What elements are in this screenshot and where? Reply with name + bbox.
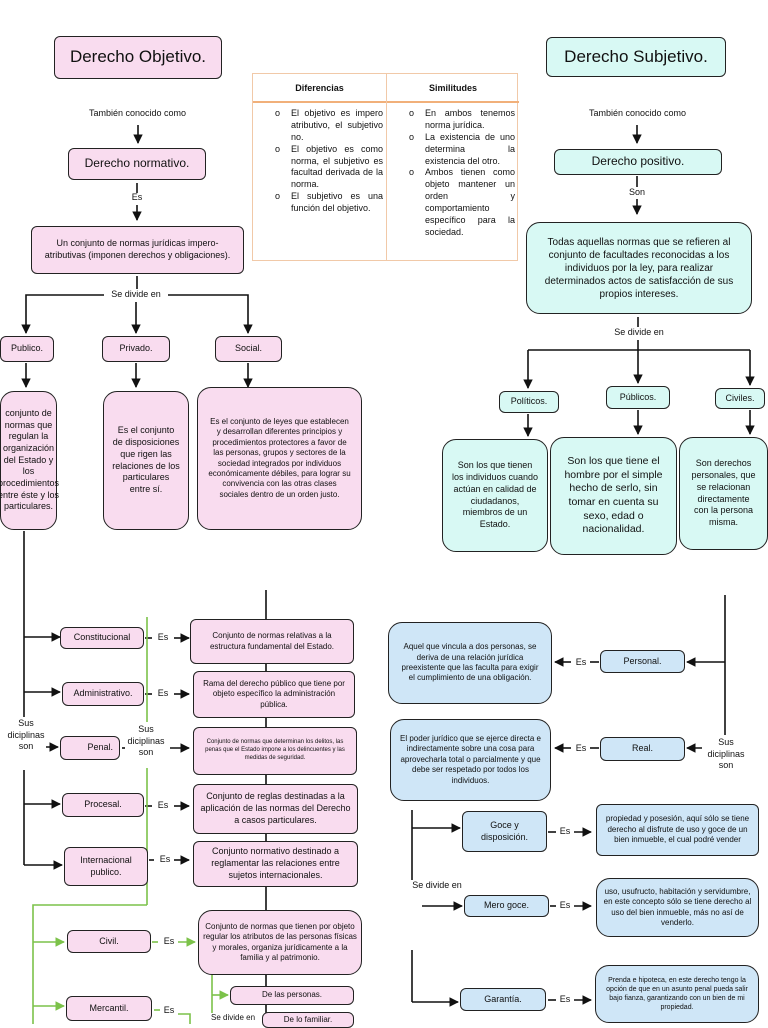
disciplina-internacional-publico: Internacional publico. xyxy=(64,847,148,886)
disciplina-administrativo: Administrativo. xyxy=(62,682,144,706)
politicos-desc-box: Son los que tienen los individuos cuando… xyxy=(442,439,548,552)
civil-part-familiar: De lo familiar. xyxy=(262,1012,354,1028)
diferencias-list: El objetivo es impero atributivo, el sub… xyxy=(261,108,383,215)
civil-part-personas: De las personas. xyxy=(230,986,354,1005)
derecho-objetivo-title: Derecho Objetivo. xyxy=(54,36,222,79)
goce-disposicion-desc: propiedad y posesión, aquí sólo se tiene… xyxy=(596,804,759,856)
civiles-disciplinas-label: Sus diciplinas son xyxy=(702,737,750,773)
administrativo-desc: Rama del derecho público que tiene por o… xyxy=(193,671,355,718)
subjetivo-definition-box: Todas aquellas normas que se refieren al… xyxy=(526,222,752,314)
real-part-garantia: Garantía. xyxy=(460,988,546,1011)
branch-privado: Privado. xyxy=(102,336,170,362)
branch-publicos: Públicos. xyxy=(606,386,670,409)
es-label: Es xyxy=(163,1005,175,1015)
es-label: Es xyxy=(575,657,587,667)
es-label: Es xyxy=(157,632,169,642)
es-label: Es xyxy=(559,826,571,836)
derecho-normativo-box: Derecho normativo. xyxy=(68,148,206,180)
es-label: Es xyxy=(157,800,169,810)
real-desc: El poder jurídico que se ejerce directa … xyxy=(390,719,551,801)
social-desc-box: Es el conjunto de leyes que establecen y… xyxy=(197,387,362,530)
list-item: La existencia de uno determina la existe… xyxy=(409,132,515,168)
civil-divide-label: Se divide en xyxy=(204,1013,262,1024)
real-part-goce-disposicion: Goce y disposición. xyxy=(462,811,547,852)
list-item: En ambos tenemos norma jurídica. xyxy=(409,108,515,132)
list-item: El subjetivo es una función del objetivo… xyxy=(275,191,383,215)
es-label: Es xyxy=(157,688,169,698)
objetivo-aka-label: También conocido como xyxy=(88,108,187,118)
civil-desc: Conjunto de normas que tienen por objeto… xyxy=(198,910,362,975)
mero-goce-desc: uso, usufructo, habitación y servidumbre… xyxy=(596,878,759,937)
subjetivo-divide-label: Se divide en xyxy=(614,327,664,337)
garantia-desc: Prenda e hipoteca, en este derecho tengo… xyxy=(595,965,759,1023)
derecho-subjetivo-title: Derecho Subjetivo. xyxy=(546,37,726,77)
list-item: El objetivo es impero atributivo, el sub… xyxy=(275,108,383,144)
civiles-desc-box: Son derechos personales, que se relacion… xyxy=(679,437,768,550)
publicos-desc-box: Son los que tiene el hombre por el simpl… xyxy=(550,437,677,555)
disciplina-penal: Penal. xyxy=(60,736,120,760)
branch-civiles: Civiles. xyxy=(715,388,765,409)
publico-desc-box: conjunto de normas que regulan la organi… xyxy=(0,391,59,530)
penal-desc: Conjunto de normas que determinan los de… xyxy=(193,727,357,775)
disciplina-constitucional: Constitucional xyxy=(60,627,144,649)
branch-politicos: Políticos. xyxy=(499,391,559,413)
es-label: Es xyxy=(163,936,175,946)
disciplina-mercantil: Mercantil. xyxy=(66,996,152,1021)
publico-disciplinas-label: Sus diciplinas son xyxy=(6,718,46,754)
objetivo-divide-label: Se divide en xyxy=(104,289,168,301)
real-divide-label: Se divide en xyxy=(406,880,468,892)
objetivo-es-label: Es xyxy=(131,192,143,202)
es-label: Es xyxy=(575,743,587,753)
disciplina-real: Real. xyxy=(600,737,685,761)
personal-desc: Aquel que vincula a dos personas, se der… xyxy=(388,622,552,704)
constitucional-desc: Conjunto de normas relativas a la estruc… xyxy=(190,619,354,664)
real-part-mero-goce: Mero goce. xyxy=(464,895,549,917)
disciplina-civil: Civil. xyxy=(67,930,151,953)
subjetivo-son-label: Son xyxy=(628,187,645,197)
list-item: Ambos tienen como objeto mantener un ord… xyxy=(409,167,515,238)
es-label: Es xyxy=(559,994,571,1004)
derecho-positivo-box: Derecho positivo. xyxy=(554,149,722,175)
disciplina-procesal: Procesal. xyxy=(62,793,144,817)
similitudes-list: En ambos tenemos norma jurídica. La exis… xyxy=(395,108,515,239)
objetivo-definition-box: Un conjunto de normas jurídicas impero-a… xyxy=(31,226,244,274)
procesal-desc: Conjunto de reglas destinadas a la aplic… xyxy=(193,784,358,834)
branch-social: Social. xyxy=(215,336,282,362)
list-item: El objetivo es como norma, el subjetivo … xyxy=(275,144,383,192)
es-label: Es xyxy=(159,854,171,864)
table-header-diferencias: Diferencias xyxy=(253,74,386,103)
subjetivo-aka-label: También conocido como xyxy=(588,108,687,118)
privado-disciplinas-label: Sus diciplinas son xyxy=(125,724,167,760)
disciplina-personal: Personal. xyxy=(600,650,685,673)
table-header-similitudes: Similitudes xyxy=(387,74,519,103)
privado-desc-box: Es el conjunto de disposiciones que rige… xyxy=(103,391,189,530)
internacional-publico-desc: Conjunto normativo destinado a reglament… xyxy=(193,841,358,887)
diferencias-similitudes-table: Diferencias Similitudes El objetivo es i… xyxy=(252,73,519,261)
es-label: Es xyxy=(559,900,571,910)
branch-publico: Publico. xyxy=(0,336,54,362)
